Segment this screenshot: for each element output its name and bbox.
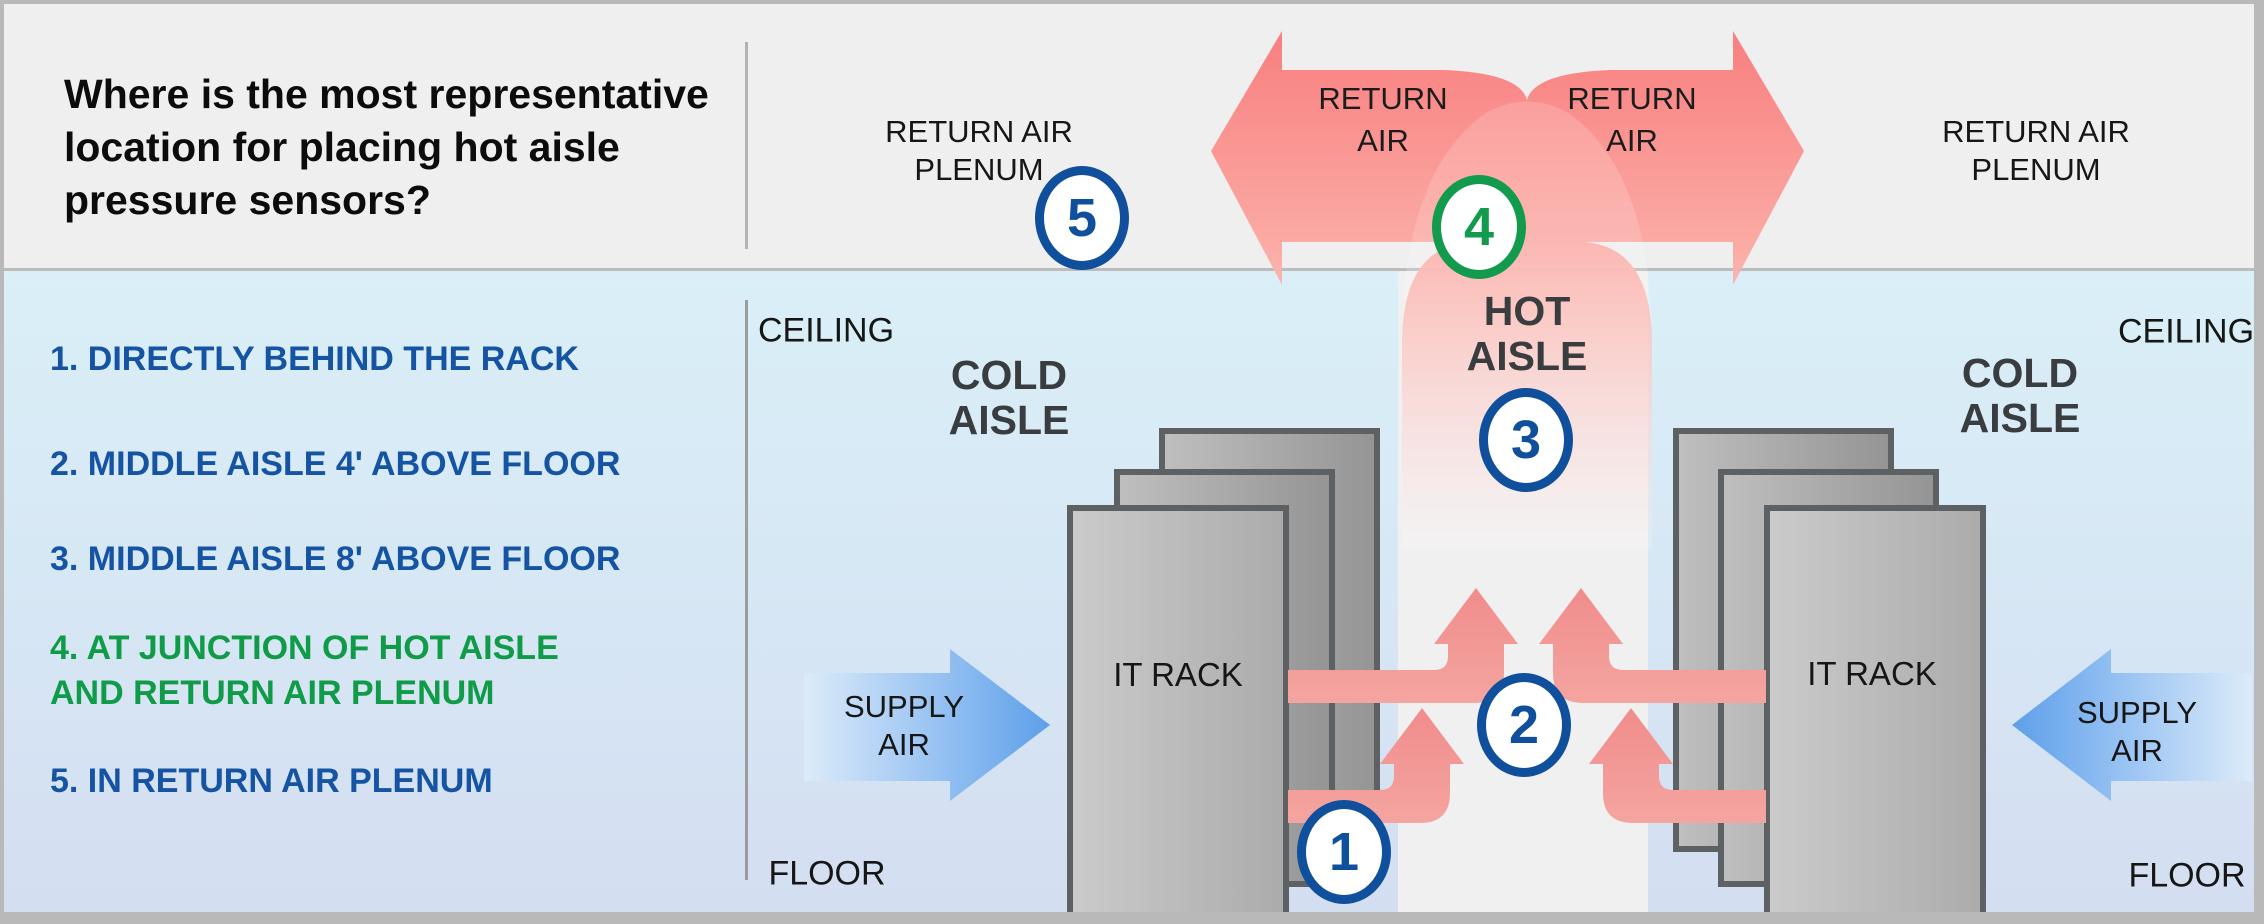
supply-air-arrow-left: [804, 649, 1050, 801]
hot-aisle-label: HOT AISLE: [1466, 288, 1588, 379]
return-air-plenum-band: [4, 4, 2254, 271]
option-5: 5. IN RETURN AIR PLENUM: [50, 762, 493, 800]
return-air-duct-arrows: [1211, 31, 1804, 549]
supply-air-arrow-right: [2012, 649, 2252, 801]
hot-air-elbow-upper-left: [1288, 588, 1518, 703]
sensor-marker-1: 1: [1297, 800, 1391, 904]
hot-air-elbow-lower-right: [1589, 708, 1766, 823]
sensor-marker-5: 5: [1035, 166, 1129, 270]
return-air-label-right: RETURN AIR: [1567, 81, 1697, 158]
it-rack-right-front: [1764, 505, 1986, 912]
return-air-plenum-label-left: RETURN AIR PLENUM: [885, 114, 1073, 187]
option-1: 1. DIRECTLY BEHIND THE RACK: [50, 340, 579, 378]
sensor-marker-4: 4: [1432, 175, 1526, 279]
hot-air-elbow-lower-left: [1288, 708, 1464, 823]
diagram-artwork: [804, 31, 2252, 912]
supply-air-label-left: SUPPLY AIR: [843, 689, 965, 762]
option-2: 2. MIDDLE AISLE 4' ABOVE FLOOR: [50, 445, 621, 483]
it-rack-label-right: IT RACK: [1807, 655, 1937, 692]
ceiling-label-right: CEILING: [2117, 312, 2255, 351]
supply-air-label-right: SUPPLY AIR: [2076, 695, 2198, 768]
ceiling-line: [4, 268, 2254, 271]
it-rack-left-front: [1067, 505, 1289, 912]
option-4: 4. AT JUNCTION OF HOT AISLE AND RETURN A…: [50, 629, 559, 712]
ceiling-label-left: CEILING: [757, 311, 895, 350]
sensor-marker-2: 2: [1477, 673, 1571, 777]
hot-air-elbow-upper-right: [1539, 588, 1766, 703]
options-panel-divider: [745, 300, 748, 880]
floor-label-left: FLOOR: [768, 854, 886, 893]
question-panel-divider: [745, 42, 748, 249]
sensor-marker-3: 3: [1479, 388, 1573, 492]
cold-aisle-label-right: COLD AISLE: [1959, 350, 2081, 441]
return-air-plenum-label-right: RETURN AIR PLENUM: [1942, 114, 2130, 187]
cold-aisle-label-left: COLD AISLE: [948, 352, 1070, 443]
return-air-label-left: RETURN AIR: [1318, 81, 1448, 158]
option-3: 3. MIDDLE AISLE 8' ABOVE FLOOR: [50, 540, 621, 578]
floor-label-right: FLOOR: [2128, 856, 2246, 895]
it-rack-label-left: IT RACK: [1113, 656, 1243, 693]
question-text: Where is the most representative locatio…: [64, 71, 709, 223]
